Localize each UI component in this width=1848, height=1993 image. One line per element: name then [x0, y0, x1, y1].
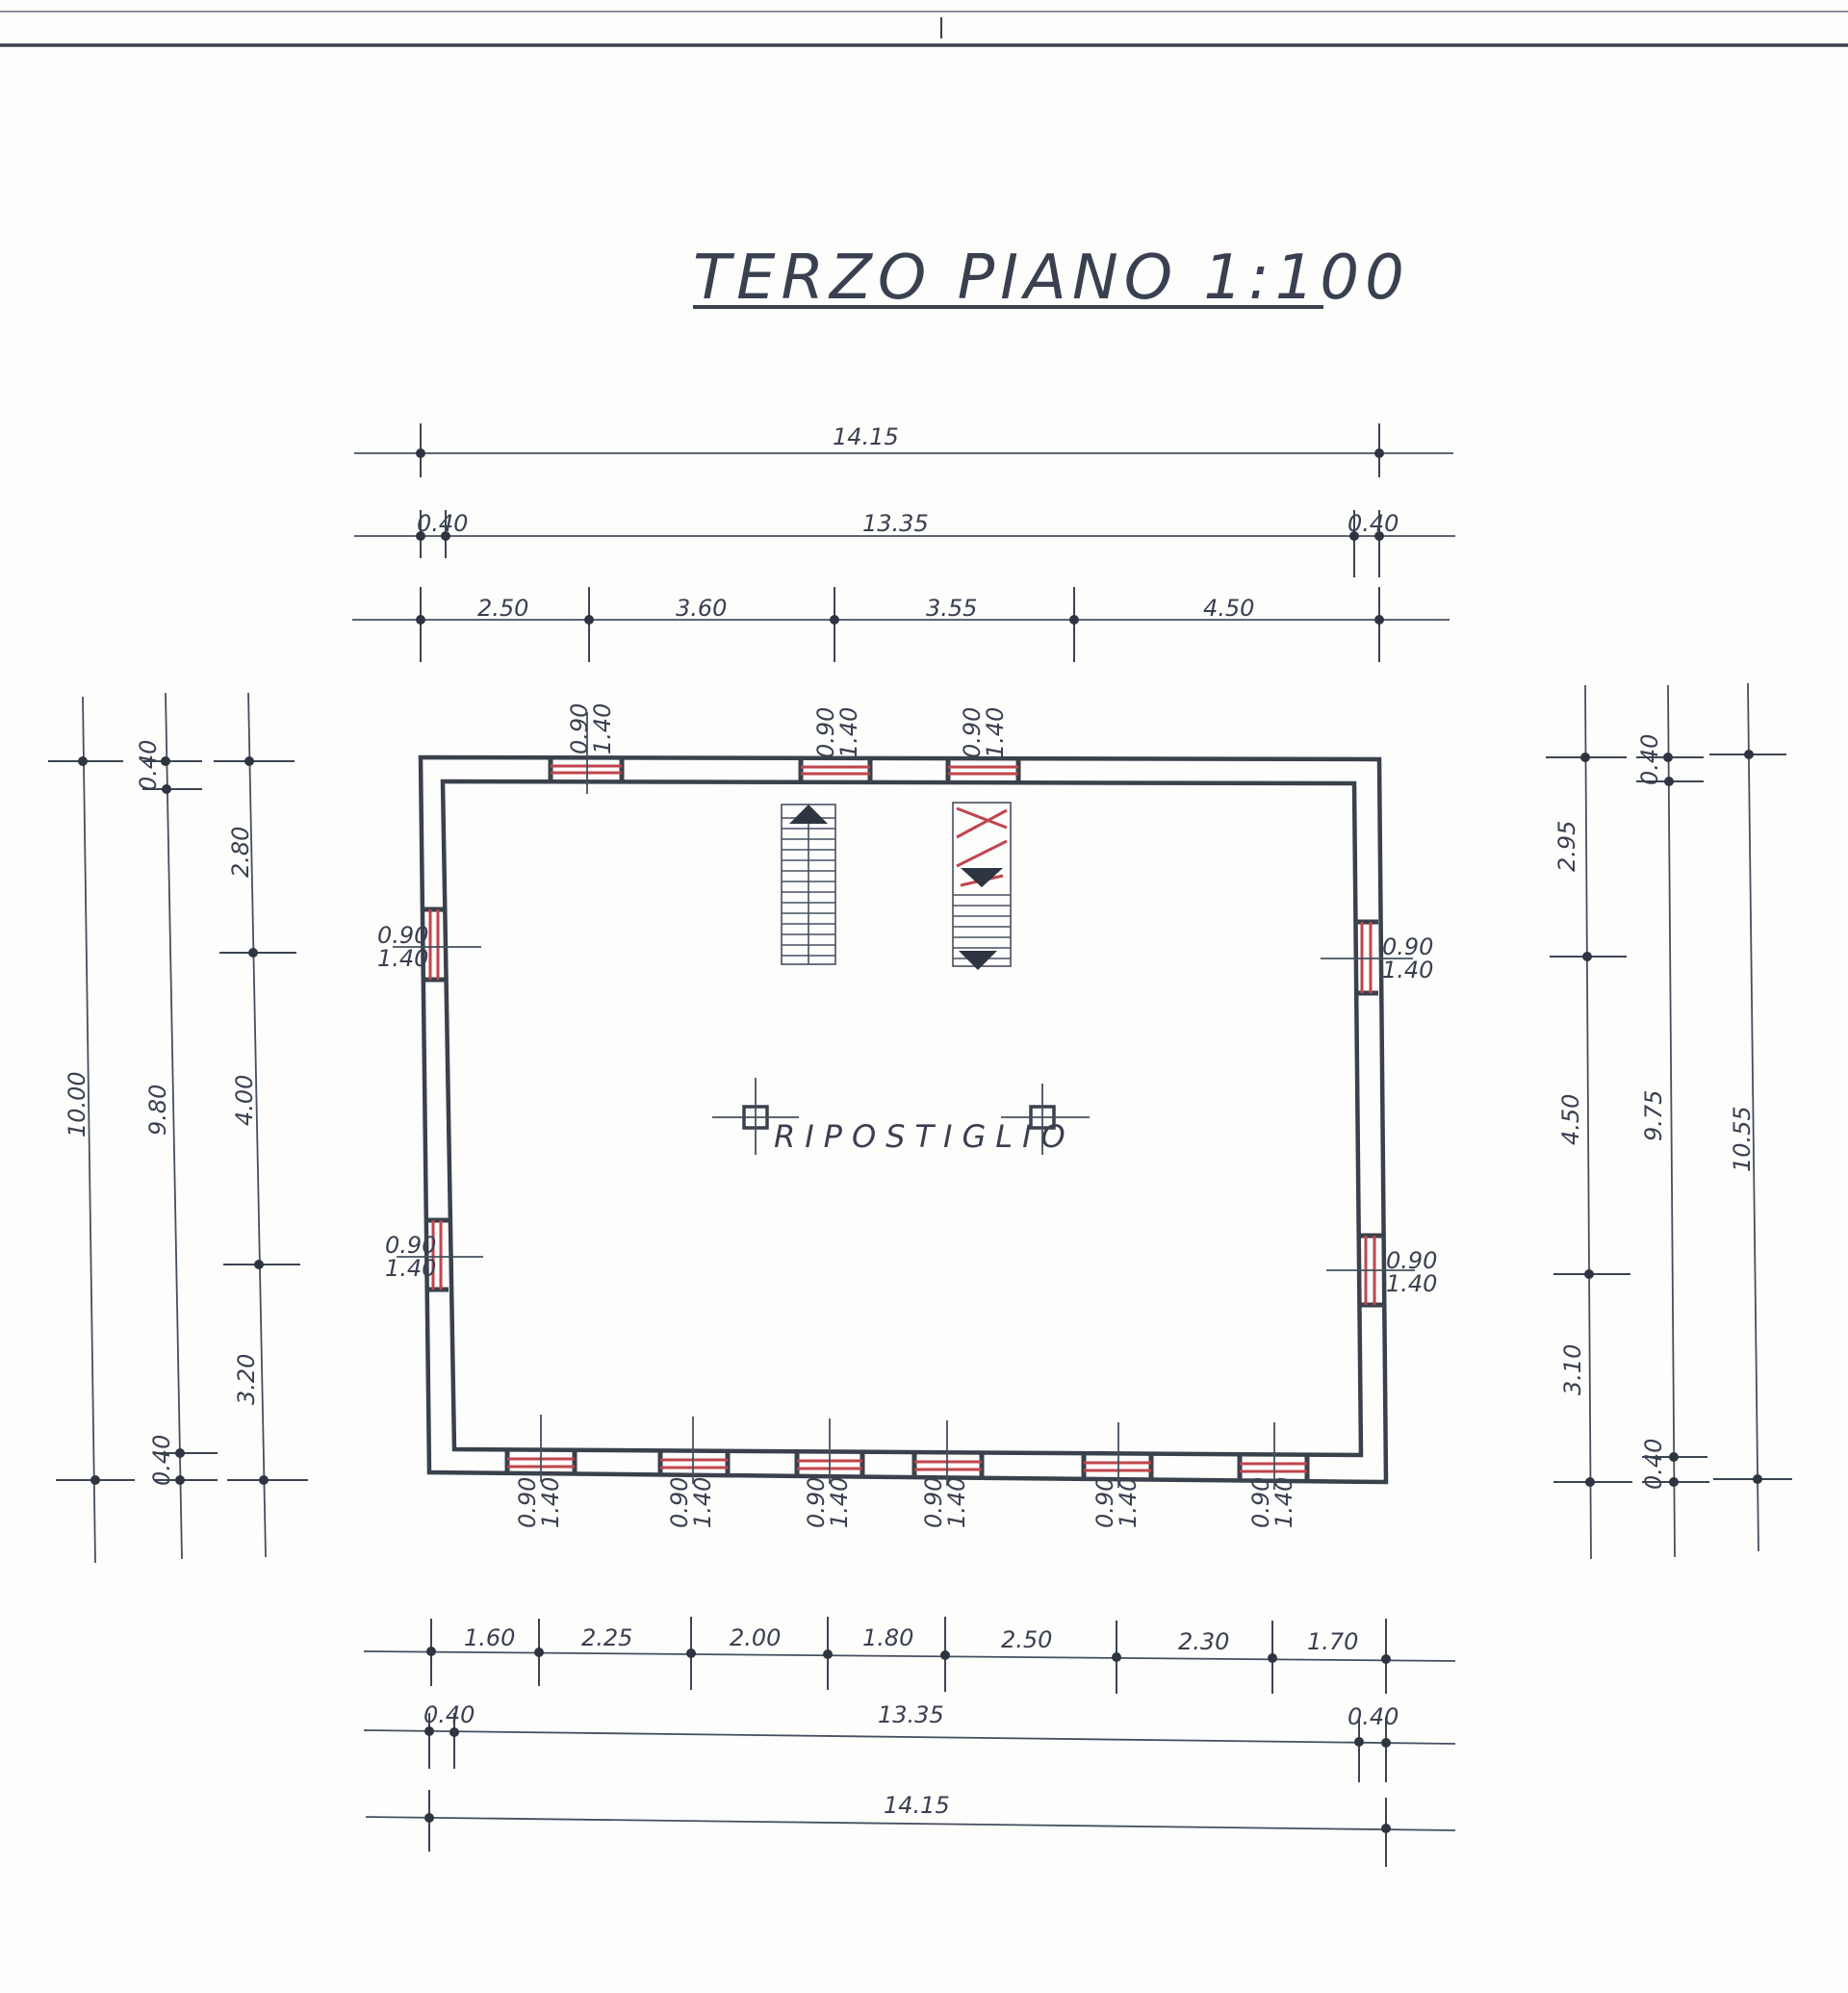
column-right [1001, 1084, 1090, 1155]
dim-left-inner: 9.80 [144, 1085, 171, 1136]
win-left-1-width: 0.90 [377, 922, 428, 949]
dim-bottom-seg-6: 2.30 [1178, 1628, 1229, 1655]
window-top-2 [798, 758, 873, 781]
win-left-2-width: 0.90 [385, 1232, 436, 1259]
win-bottom-4-width: 0.90 [920, 1477, 947, 1528]
dim-right-seg-1: 2.95 [1553, 821, 1580, 872]
dim-top-overall: 14.15 [833, 423, 899, 450]
window-right-1 [1321, 919, 1413, 996]
win-right-2-width: 0.90 [1386, 1247, 1437, 1274]
dim-top-seg-3: 3.55 [926, 595, 977, 622]
dim-bottom-overall: 14.15 [884, 1792, 950, 1819]
window-left-1 [393, 907, 481, 983]
window-bottom-6 [1237, 1422, 1310, 1490]
dim-top-wall-right: 0.40 [1348, 510, 1399, 537]
dim-right-overall: 10.55 [1729, 1106, 1756, 1172]
dim-bottom-inner: 13.35 [878, 1701, 944, 1728]
win-left-2-height: 1.40 [385, 1255, 436, 1282]
win-bottom-4-height: 1.40 [943, 1477, 970, 1528]
window-bottom-3 [794, 1418, 865, 1484]
dim-right-wall-bottom: 0.40 [1640, 1439, 1667, 1490]
win-top-2-height: 1.40 [835, 707, 862, 758]
stair-up [781, 804, 836, 965]
arrow-down-icon [959, 951, 997, 970]
window-bottom-2 [657, 1417, 731, 1484]
win-bottom-5-width: 0.90 [1091, 1477, 1118, 1528]
win-bottom-5-height: 1.40 [1115, 1477, 1142, 1528]
room-label: RIPOSTIGLIO [774, 1118, 1075, 1155]
dim-top-seg-4: 4.50 [1203, 595, 1254, 622]
right-dimension-chains: 2.95 4.50 3.10 9.75 0.40 0.40 10.55 [1546, 682, 1792, 1560]
window-top-1 [548, 712, 625, 794]
dim-top-seg-2: 3.60 [676, 595, 727, 622]
win-bottom-2-height: 1.40 [689, 1477, 716, 1528]
outer-wall-outline [418, 754, 1389, 1485]
dim-left-seg-2: 4.00 [231, 1075, 258, 1126]
dim-bottom-wall-left: 0.40 [424, 1701, 475, 1728]
win-bottom-2-width: 0.90 [666, 1477, 693, 1528]
win-top-2-width: 0.90 [812, 707, 839, 758]
dim-bottom-seg-1: 1.60 [464, 1624, 515, 1651]
drawing-title: TERZO PIANO 1:100 [693, 243, 1410, 314]
dim-bottom-wall-right: 0.40 [1348, 1703, 1399, 1730]
win-top-3-height: 1.40 [982, 707, 1009, 758]
dim-right-seg-3: 3.10 [1559, 1344, 1586, 1395]
window-labels: 0.90 1.40 0.90 1.40 0.90 1.40 0.90 1.40 … [377, 703, 1437, 1528]
arrow-down-icon [961, 868, 1003, 887]
dim-left-wall-bottom: 0.40 [148, 1435, 175, 1486]
window-bottom-1 [504, 1415, 578, 1482]
dim-bottom-seg-4: 1.80 [862, 1624, 913, 1651]
win-bottom-6-width: 0.90 [1247, 1477, 1274, 1528]
win-right-1-width: 0.90 [1382, 933, 1433, 960]
dim-left-seg-3: 3.20 [233, 1354, 260, 1405]
column-left [712, 1078, 799, 1155]
win-bottom-1-width: 0.90 [514, 1477, 541, 1528]
dim-bottom-seg-2: 2.25 [581, 1624, 632, 1651]
window-left-2 [397, 1217, 483, 1292]
dim-left-overall: 10.00 [64, 1071, 90, 1137]
win-top-1-height: 1.40 [589, 703, 616, 754]
dim-left-seg-1: 2.80 [227, 827, 254, 878]
columns [712, 1078, 1090, 1155]
win-top-1-width: 0.90 [566, 703, 593, 754]
win-right-2-height: 1.40 [1386, 1270, 1437, 1297]
dim-bottom-seg-5: 2.50 [1001, 1626, 1052, 1653]
win-left-1-height: 1.40 [377, 945, 428, 972]
win-bottom-3-width: 0.90 [803, 1477, 830, 1528]
win-right-1-height: 1.40 [1382, 957, 1433, 984]
dim-left-wall-top: 0.40 [135, 740, 162, 791]
window-bottom-5 [1081, 1422, 1154, 1488]
stair-down [952, 802, 1012, 970]
windows [393, 712, 1415, 1490]
dim-right-wall-top: 0.40 [1636, 734, 1663, 785]
dim-right-inner: 9.75 [1640, 1090, 1667, 1141]
dim-right-seg-2: 4.50 [1557, 1094, 1584, 1145]
building-walls [418, 754, 1389, 1485]
arrow-up-icon [789, 805, 828, 824]
win-top-3-width: 0.90 [959, 707, 986, 758]
win-bottom-1-height: 1.40 [537, 1477, 564, 1528]
dim-top-wall-left: 0.40 [417, 510, 468, 537]
dim-top-seg-1: 2.50 [477, 595, 528, 622]
win-bottom-6-height: 1.40 [1270, 1477, 1297, 1528]
bottom-dimension-chains: 1.60 2.25 2.00 1.80 2.50 2.30 1.70 13.35… [363, 1617, 1456, 1867]
left-dimension-chains: 10.00 9.80 0.40 0.40 2.80 4.00 3.20 [48, 692, 308, 1564]
inner-wall-outline [440, 779, 1364, 1458]
win-bottom-3-height: 1.40 [826, 1477, 853, 1528]
top-dimension-chains: 14.15 13.35 0.40 0.40 2.50 3.60 3.55 4.5… [352, 423, 1455, 662]
window-top-3 [945, 758, 1021, 781]
dim-bottom-seg-3: 2.00 [730, 1624, 781, 1651]
window-right-2 [1326, 1233, 1415, 1308]
drawing-title-text: TERZO PIANO 1:100 [693, 243, 1410, 314]
window-bottom-4 [911, 1420, 985, 1486]
sheet-border [0, 11, 1848, 47]
dim-top-inner: 13.35 [862, 510, 929, 537]
dim-bottom-seg-7: 1.70 [1307, 1628, 1358, 1655]
